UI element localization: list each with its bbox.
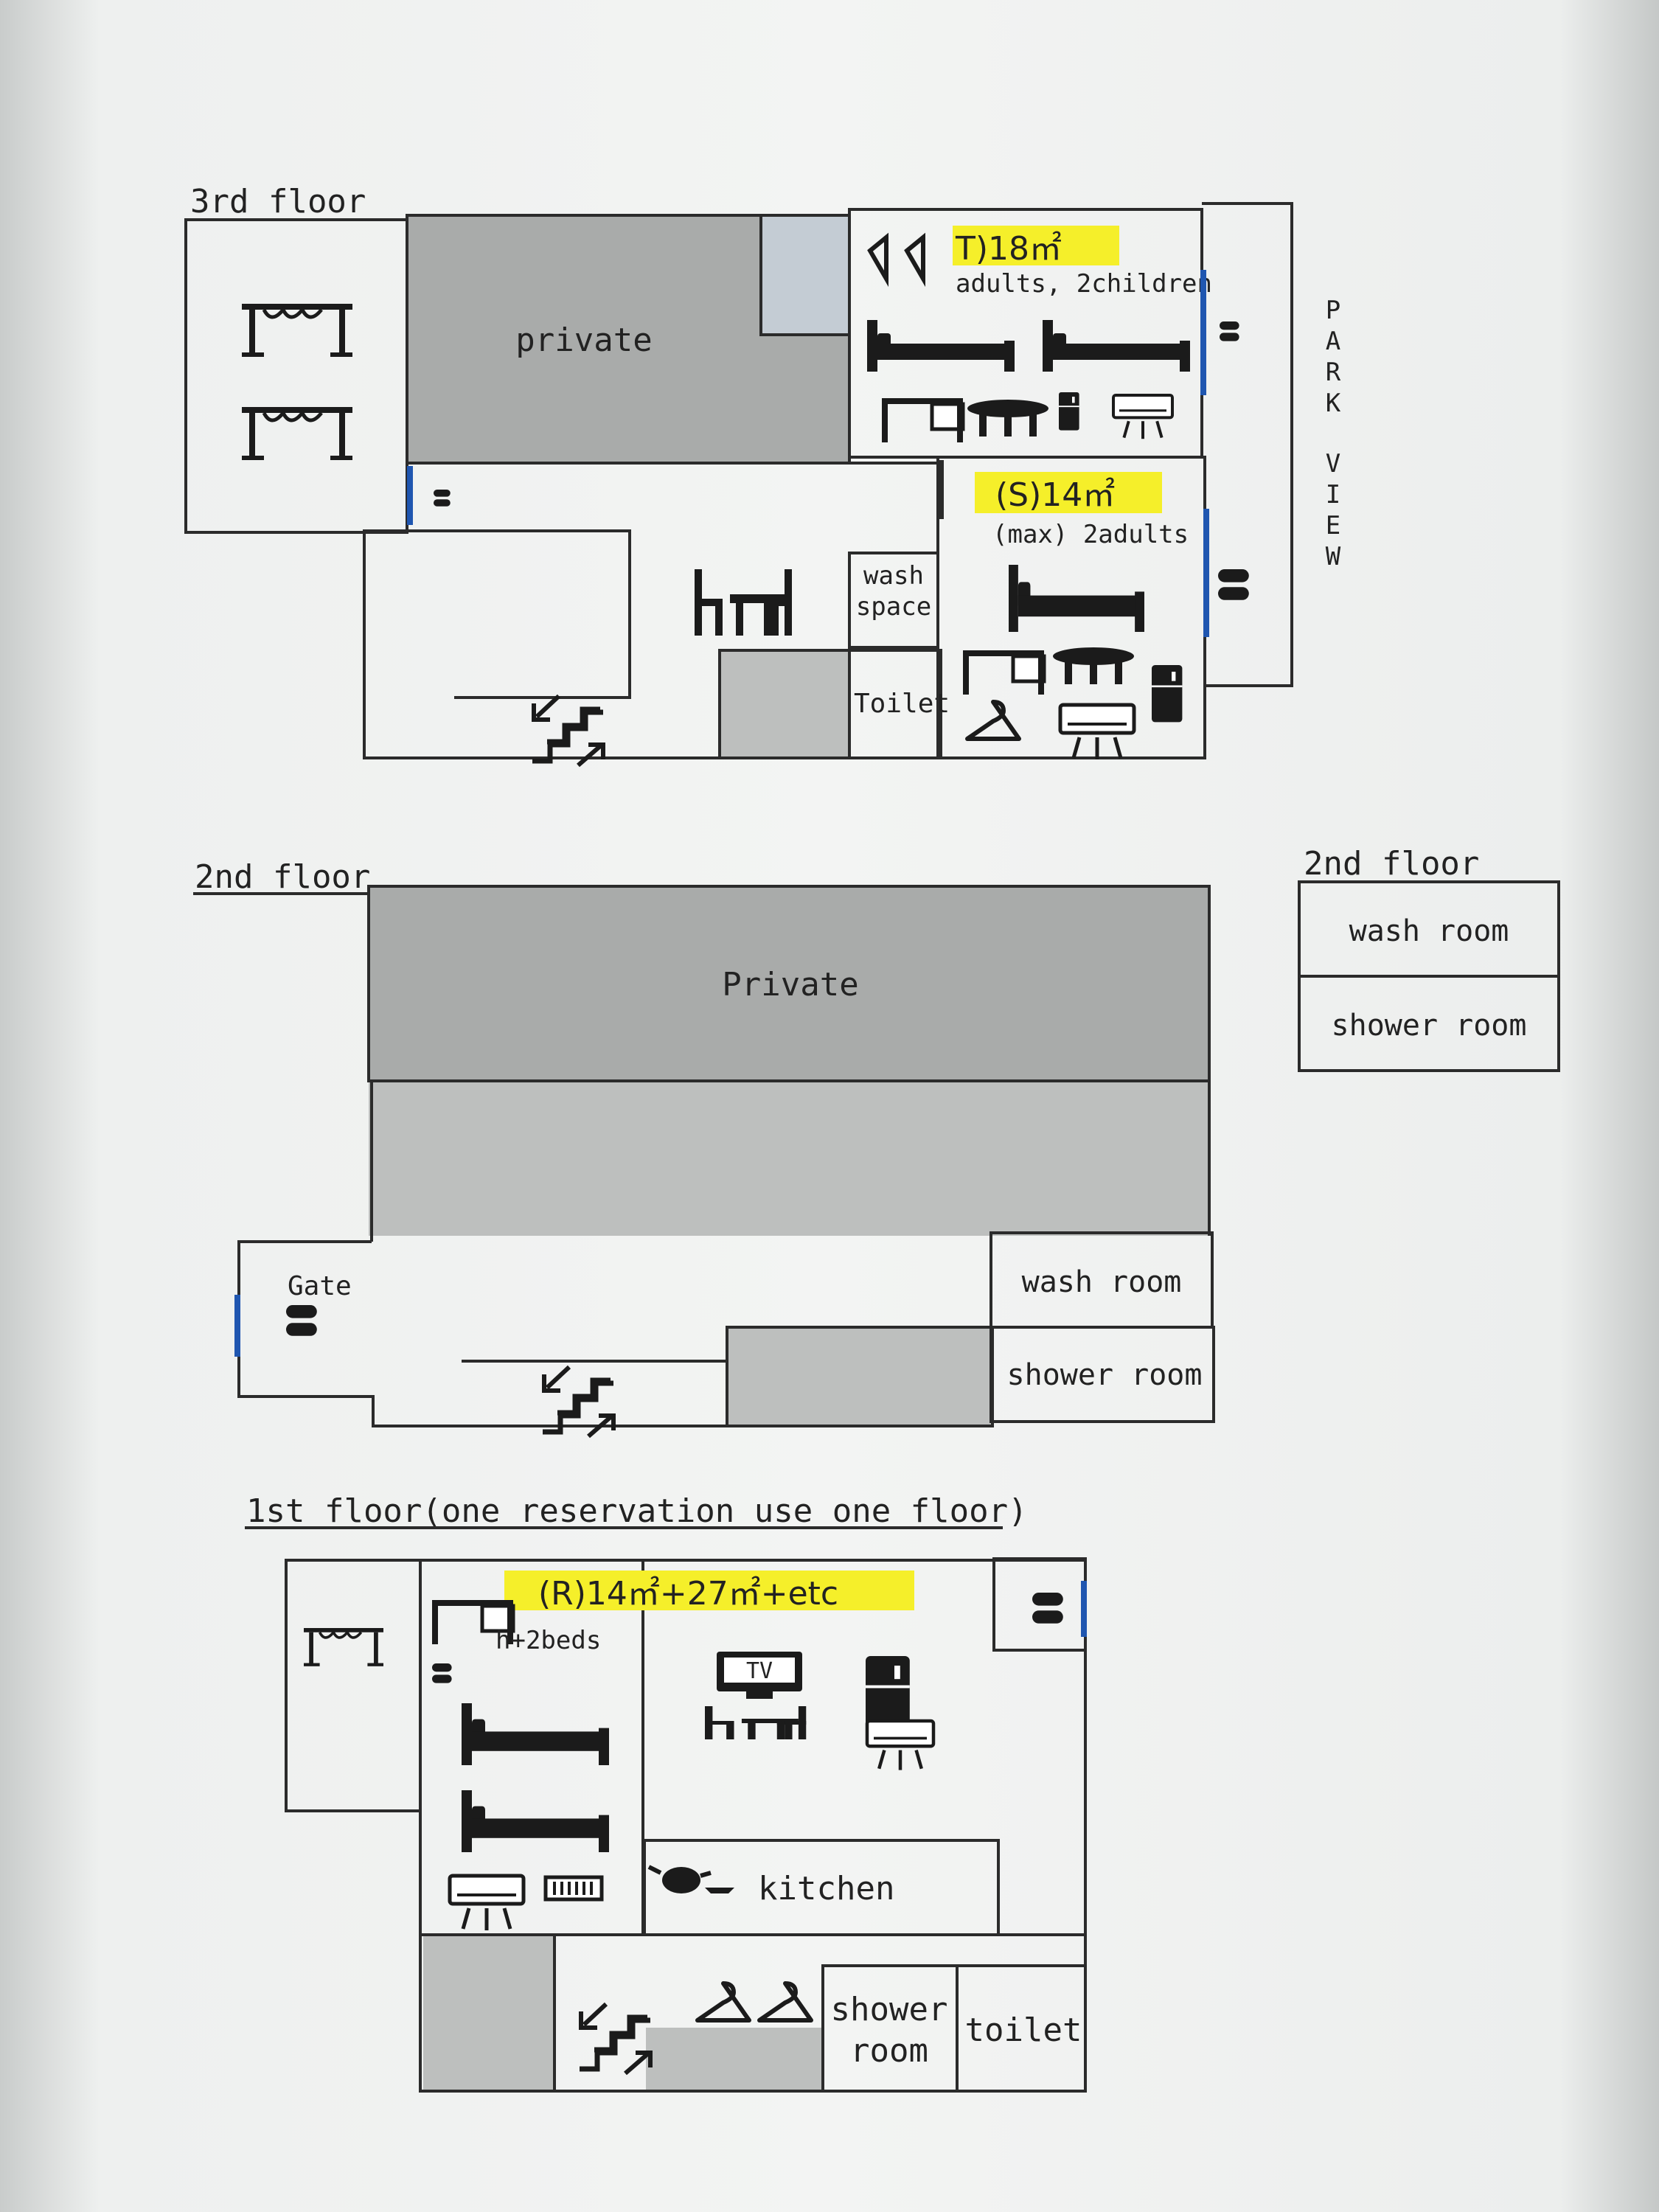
legend-wash-room: wash room: [1349, 914, 1509, 948]
svg-text:E: E: [1326, 511, 1340, 540]
floor2-wash-room: wash room: [1022, 1265, 1182, 1299]
floor3-private-label: private: [515, 321, 652, 359]
entrance-mark-icon: [1032, 1593, 1063, 1624]
stairs-icon: [532, 696, 603, 765]
bed-icon: [462, 1703, 609, 1765]
floor2-shower-room: shower room: [1007, 1358, 1203, 1392]
entrance-mark-icon: [434, 490, 451, 507]
floor1-title: 1st floor(one reservation use one floor): [246, 1492, 1028, 1530]
bed-icon: [1043, 320, 1190, 372]
floor1-plan: 1st floor(one reservation use one floor)…: [245, 1492, 1087, 2093]
drying-rack-icon: [242, 407, 352, 460]
room-s-label: (S)14㎡: [995, 476, 1115, 514]
shower-room-label: shower: [831, 1991, 948, 2028]
wash-space-label: wash: [863, 561, 924, 591]
bed-icon: [867, 320, 1015, 372]
floor2-plan: 2nd floor Private Gate wash room shower …: [193, 858, 1215, 1436]
desk-icon: [882, 398, 963, 442]
floor2-private-area: [367, 885, 1211, 1082]
desk-icon: [963, 650, 1044, 695]
hanger-icon: [759, 1983, 811, 2020]
gate-label: Gate: [288, 1271, 352, 1301]
room-r-label: (R)14㎡+27㎡+etc: [538, 1575, 838, 1613]
air-conditioner-icon: [450, 1876, 524, 1930]
toilet-label: Toilet: [854, 689, 950, 719]
entrance-mark-icon: [1220, 321, 1239, 341]
air-conditioner-icon: [1113, 395, 1172, 439]
svg-text:TV: TV: [746, 1658, 773, 1684]
legend-shower-room: shower room: [1332, 1009, 1527, 1043]
svg-text:W: W: [1326, 542, 1341, 571]
air-conditioner-icon: [867, 1721, 933, 1770]
floor3-title: 3rd floor: [190, 183, 366, 220]
floor2-legend: 2nd floor wash room shower room: [1298, 845, 1560, 1072]
room-t-capacity: adults, 2children: [956, 269, 1212, 299]
dining-set-icon: [695, 569, 792, 636]
entrance-mark-icon: [286, 1305, 317, 1336]
svg-text:P: P: [1326, 296, 1340, 325]
room-t-label: T)18㎡: [955, 230, 1062, 268]
fridge-icon: [1150, 664, 1183, 723]
bunk-ladder-icon: [867, 232, 925, 288]
svg-text:I: I: [1326, 480, 1340, 509]
bed-icon: [1009, 565, 1144, 632]
room-s-capacity: (max) 2adults: [992, 520, 1189, 549]
low-table-icon: [967, 400, 1048, 437]
park-view-label: P A R K V I E W: [1326, 296, 1341, 571]
tv-icon: TV: [717, 1652, 802, 1699]
air-conditioner-icon: [1060, 705, 1134, 759]
svg-text:V: V: [1326, 449, 1340, 479]
floor2-title: 2nd floor: [195, 858, 370, 896]
bed-icon: [462, 1790, 609, 1852]
svg-text:R: R: [1326, 358, 1341, 387]
floor3-plan: 3rd floor private wash space Toilet T)18…: [184, 183, 1341, 765]
floor2-private-label: Private: [722, 966, 858, 1004]
stairs-icon: [580, 2004, 650, 2073]
drying-rack-icon: [242, 304, 352, 357]
beds-note: h+2beds: [495, 1626, 601, 1655]
entrance-mark-icon: [1218, 569, 1249, 600]
drying-rack-icon: [302, 1627, 385, 1668]
low-table-icon: [1053, 647, 1134, 684]
hanger-icon: [698, 1983, 749, 2020]
svg-text:A: A: [1326, 327, 1340, 356]
heater-icon: [543, 1875, 604, 1902]
legend-title: 2nd floor: [1304, 845, 1479, 883]
toilet-label: toilet: [965, 2011, 1082, 2049]
entrance-mark-icon: [432, 1663, 452, 1683]
shower-room-label-2: room: [850, 2032, 928, 2070]
dining-set-icon: [705, 1706, 807, 1739]
fridge-icon: [1058, 392, 1080, 431]
kitchen-label: kitchen: [758, 1870, 894, 1907]
wash-space-label-2: space: [856, 592, 931, 622]
hanger-icon: [967, 702, 1019, 739]
teapot-icon: [647, 1865, 734, 1893]
svg-text:K: K: [1326, 389, 1341, 418]
